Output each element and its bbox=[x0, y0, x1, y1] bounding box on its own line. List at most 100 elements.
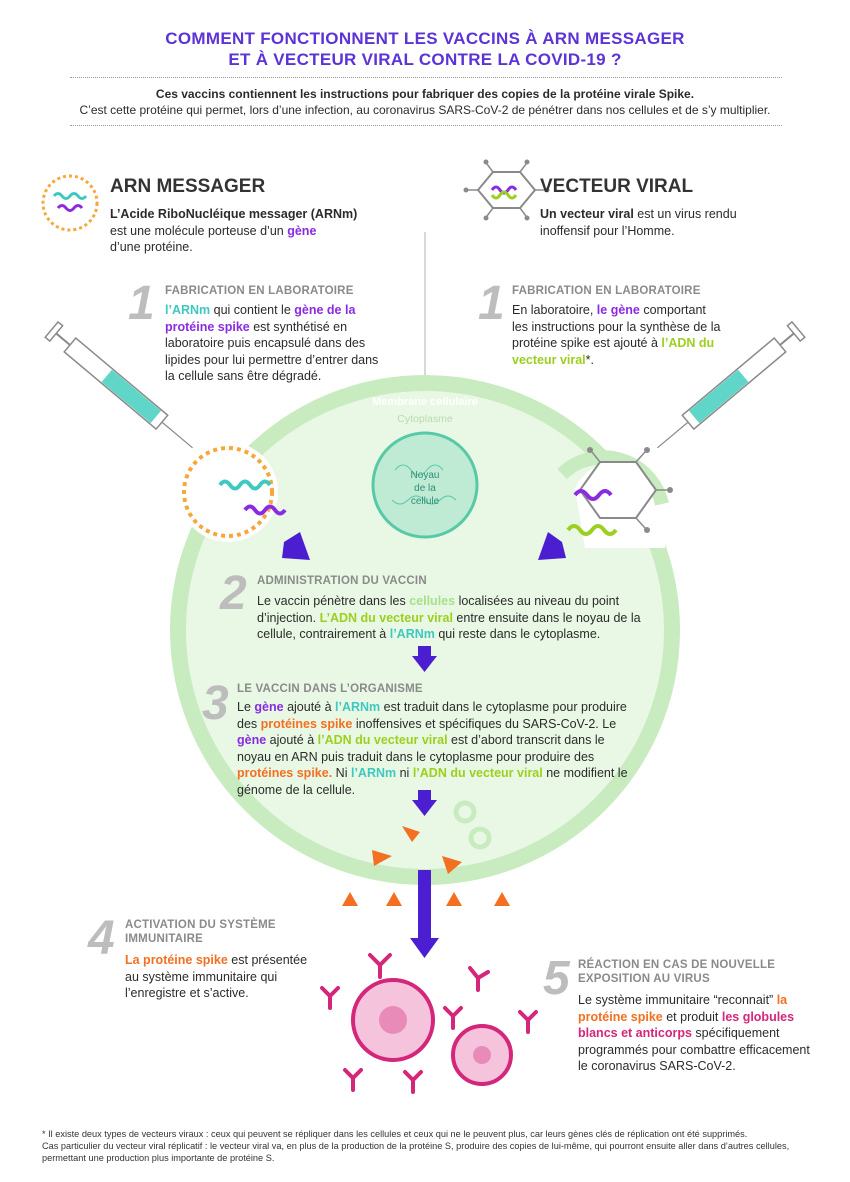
arn-step1-t2: est synthétisé en laboratoire puis encap… bbox=[165, 319, 379, 384]
step5-number: 5 bbox=[543, 952, 570, 1005]
arn-step1-t1: qui contient le bbox=[213, 303, 291, 317]
step2-text: Le vaccin pénètre dans les cellules loca… bbox=[257, 593, 657, 643]
step3-gene1: gène bbox=[254, 700, 284, 714]
arn-def-rest: est une molécule porteuse d’un bbox=[110, 223, 284, 238]
step3-spike2: protéines spike. bbox=[237, 766, 333, 780]
vv-heading: VECTEUR VIRAL bbox=[540, 176, 694, 197]
vv-step1-t2: comportant les instructions pour la synt… bbox=[512, 303, 721, 350]
cytoplasm-label: Cytoplasme bbox=[397, 413, 453, 425]
mrna-strand-teal bbox=[218, 479, 272, 491]
vv-step1-text: En laboratoire, le gène comportant les i… bbox=[512, 302, 722, 368]
membrane-label: Membrane cellulaire bbox=[372, 396, 478, 408]
step2-arnm: l’ARNm bbox=[389, 627, 435, 641]
step3-t1: Le bbox=[237, 700, 251, 714]
intro: Ces vaccins contiennent les instructions… bbox=[60, 86, 790, 118]
step5-globules: les globules blancs et anticorps bbox=[578, 1009, 795, 1041]
white-blood-cells bbox=[351, 978, 513, 1086]
arn-step1-title: FABRICATION EN LABORATOIRE bbox=[165, 285, 354, 297]
arn-heading: ARN MESSAGER bbox=[110, 176, 266, 197]
step5-t3: spécifiquement programmés pour combattre… bbox=[578, 1026, 810, 1073]
step3-arnm1: l’ARNm bbox=[335, 700, 381, 714]
arn-definition: L’Acide RiboNucléique messager (ARNm) es… bbox=[110, 206, 370, 256]
step4-number: 4 bbox=[88, 912, 115, 965]
step3-t2: ajouté à bbox=[287, 700, 332, 714]
step4-spike: La protéine spike bbox=[125, 953, 228, 967]
page-title: COMMENT FONCTIONNENT LES VACCINS À ARN M… bbox=[0, 28, 850, 70]
step5-text: Le système immunitaire “reconnait” la pr… bbox=[578, 992, 818, 1075]
nucleus-label-1: Noyau bbox=[411, 470, 440, 481]
arn-step1-text: l’ARNm qui contient le gène de la protéi… bbox=[165, 302, 385, 385]
arn-step1-arnm: l’ARNm bbox=[165, 303, 211, 317]
step5-spike: la protéine spike bbox=[578, 993, 788, 1024]
step2-cellules: cellules bbox=[409, 594, 456, 608]
arn-def-gene: gène bbox=[287, 223, 317, 238]
vv-step1-title: FABRICATION EN LABORATOIRE bbox=[512, 285, 701, 297]
step3-t5: ajouté à bbox=[269, 733, 315, 747]
antibodies bbox=[320, 953, 538, 1094]
arn-capsule-icon bbox=[41, 174, 99, 232]
footnote-line-2: Cas particulier du vecteur viral réplica… bbox=[42, 1141, 790, 1163]
syringe-right-icon bbox=[657, 320, 806, 449]
step3-title: LE VACCIN DANS L’ORGANISME bbox=[237, 683, 423, 695]
intro-text: C’est cette protéine qui permet, lors d’… bbox=[79, 103, 771, 117]
title-line-1: COMMENT FONCTIONNENT LES VACCINS À ARN M… bbox=[165, 29, 685, 48]
flow-arrows bbox=[282, 532, 566, 958]
step3-adn2: l’ADN du vecteur viral bbox=[412, 766, 543, 780]
divider-top bbox=[70, 77, 782, 78]
divider-bottom bbox=[70, 125, 782, 126]
step4-title: ACTIVATION DU SYSTÈME IMMUNITAIRE bbox=[125, 918, 276, 946]
step2-t3: entre ensuite dans le noyau de la cellul… bbox=[257, 610, 641, 642]
vv-def-bold: Un vecteur viral bbox=[540, 207, 634, 221]
step4-text: La protéine spike est présentée au systè… bbox=[125, 952, 315, 1002]
step3-t9: ne modifient le génome de la cellule. bbox=[237, 766, 628, 797]
mrna-strand-purple bbox=[243, 504, 287, 516]
nucleus-label-3: cellule bbox=[411, 496, 440, 507]
step2-number: 2 bbox=[220, 567, 247, 620]
step2-t4: qui reste dans le cytoplasme. bbox=[438, 627, 601, 641]
step3-number: 3 bbox=[202, 677, 229, 730]
step2-title: ADMINISTRATION DU VACCIN bbox=[257, 575, 427, 587]
syringe-left-icon bbox=[44, 320, 193, 449]
arn-step1-gene: gène de la protéine spike bbox=[165, 303, 356, 334]
vv-step1-t3: *. bbox=[585, 352, 595, 367]
vv-step1-adn: l’ADN du vecteur viral bbox=[512, 336, 715, 367]
arn-def-bold: L’Acide RiboNucléique messager (ARNm) bbox=[110, 207, 358, 221]
step3-t8: ni bbox=[399, 766, 410, 780]
vv-step1-number: 1 bbox=[478, 277, 505, 330]
vv-definition: Un vecteur viral est un virus rendu inof… bbox=[540, 206, 740, 239]
step3-text: Le gène ajouté à l’ARNm est traduit dans… bbox=[237, 699, 642, 798]
step5-title: RÉACTION EN CAS DE NOUVELLE EXPOSITION A… bbox=[578, 958, 775, 986]
step3-t3: est traduit dans le cytoplasme pour prod… bbox=[237, 700, 627, 731]
vv-step1-t1: En laboratoire, bbox=[512, 303, 594, 317]
step3-spike1: protéines spike bbox=[260, 716, 353, 731]
footnote-line-1: * Il existe deux types de vecteurs virau… bbox=[42, 1129, 748, 1139]
step4-t1: est présentée au système immunitaire qui… bbox=[125, 953, 308, 1000]
arn-step1-number: 1 bbox=[128, 277, 155, 330]
step3-adn1: l’ADN du vecteur viral bbox=[317, 733, 448, 747]
nucleus-label-2: de la bbox=[414, 483, 436, 494]
step5-title-2: EXPOSITION AU VIRUS bbox=[578, 973, 710, 985]
step5-t1: Le système immunitaire “reconnait” bbox=[578, 993, 774, 1007]
step2-adn: L’ADN du vecteur viral bbox=[319, 610, 453, 625]
step4-title-2: IMMUNITAIRE bbox=[125, 933, 204, 945]
vv-def-rest: est un virus rendu inoffensif pour l’Hom… bbox=[540, 207, 737, 238]
step3-t6: est d’abord transcrit dans le noyau en A… bbox=[237, 733, 605, 764]
step2-t1: Le vaccin pénètre dans les bbox=[257, 594, 406, 608]
viral-vector-in-cell bbox=[566, 447, 673, 536]
step5-t2: et produit bbox=[666, 1009, 719, 1024]
step3-t7: Ni bbox=[335, 766, 348, 780]
step2-t2: localisées au niveau du point d’injectio… bbox=[257, 594, 620, 625]
title-line-2: ET À VECTEUR VIRAL CONTRE LA COVID-19 ? bbox=[228, 50, 622, 69]
step3-arnm2: l’ARNm bbox=[350, 766, 397, 780]
step4-title-1: ACTIVATION DU SYSTÈME bbox=[125, 919, 276, 931]
spike-proteins bbox=[342, 826, 510, 906]
footnote: * Il existe deux types de vecteurs virau… bbox=[42, 1128, 822, 1164]
viral-vector-icon bbox=[463, 159, 550, 221]
step3-t4: inoffensives et spécifiques du SARS-CoV-… bbox=[355, 716, 617, 731]
vv-step1-gene: le gène bbox=[596, 303, 640, 317]
step3-gene2: gène bbox=[237, 733, 267, 747]
arn-def-end: d’une protéine. bbox=[110, 240, 193, 254]
gear-icons bbox=[453, 800, 492, 850]
intro-bold: Ces vaccins contiennent les instructions… bbox=[155, 87, 695, 101]
